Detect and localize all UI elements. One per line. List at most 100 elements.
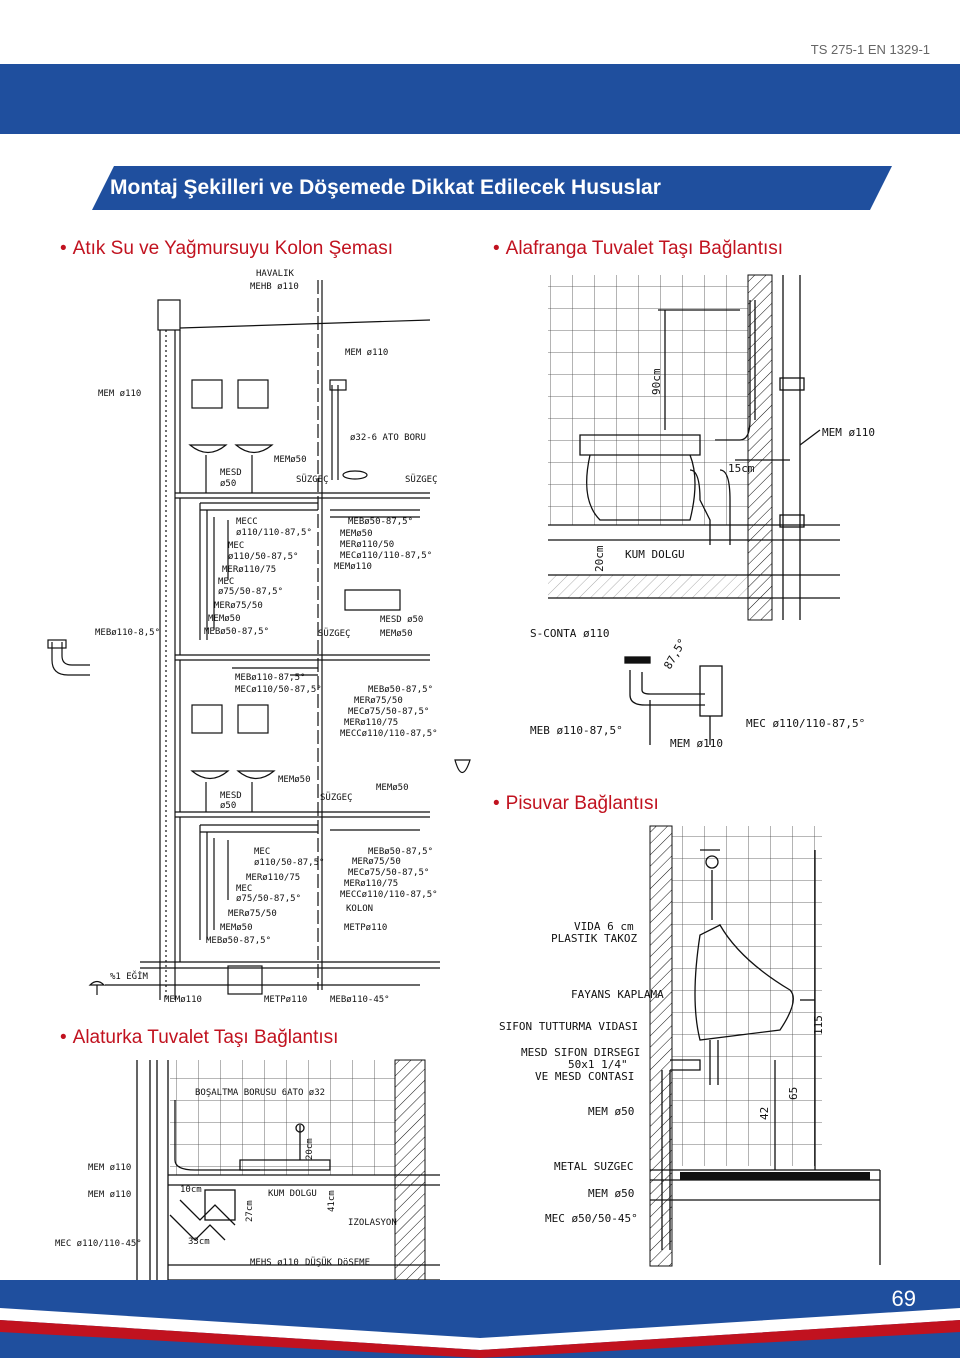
kolon-mecc-1b: ø110/110-87,5° bbox=[236, 528, 312, 538]
kolon-egim: %1 EĞİM bbox=[110, 970, 149, 982]
section-heading-alaturka: •Alaturka Tuvalet Taşı Bağlantısı bbox=[60, 1027, 339, 1048]
alafranga-mec: MEC ø110/110-87,5° bbox=[746, 717, 865, 730]
kolon-mem50-2: MEMø50 bbox=[208, 614, 241, 624]
alafranga-mem110: MEM ø110 bbox=[822, 426, 875, 439]
kolon-mer110-r3: MERø110/75 bbox=[344, 879, 398, 889]
section-alafranga-label: Alafranga Tuvalet Taşı Bağlantısı bbox=[505, 238, 784, 259]
pisuvar-metal: METAL SUZGEC bbox=[554, 1160, 633, 1173]
kolon-suzgec-1: SÜZGEÇ bbox=[296, 474, 329, 485]
kolon-mesd-2b: ø50 bbox=[220, 801, 236, 811]
kolon-mer-1: MERø110/75 bbox=[222, 565, 276, 575]
kolon-mesd-2: MESD bbox=[220, 791, 242, 801]
section-alaturka-label: Alaturka Tuvalet Taşı Bağlantısı bbox=[72, 1027, 339, 1048]
alaturka-kum: KUM DOLGU bbox=[268, 1189, 317, 1199]
kolon-suzgec-4: SÜZGEÇ bbox=[320, 792, 353, 803]
alafranga-mem110b: MEM ø110 bbox=[670, 737, 723, 750]
kolon-mem50-5: MEMø50 bbox=[220, 923, 253, 933]
kolon-mem50-r2: MEMø50 bbox=[380, 629, 413, 639]
alaturka-dusuk: DÜŞÜK DöSEME bbox=[305, 1257, 370, 1268]
kolon-meb110-left: MEBø110-8,5° bbox=[95, 628, 160, 638]
kolon-meb50-1: MEBø50-87,5° bbox=[204, 627, 269, 637]
kolon-meb50-r1: MEBø50-87,5° bbox=[348, 517, 413, 527]
kolon-meb110-b: MEBø110-45° bbox=[330, 995, 390, 1005]
kolon-mec-2b: ø75/50-87,5° bbox=[218, 587, 283, 597]
kolon-meb50-r3: MEBø50-87,5° bbox=[368, 847, 433, 857]
kolon-mem110-b: MEMø110 bbox=[164, 995, 202, 1005]
pisuvar-d65: 65 bbox=[787, 1087, 800, 1100]
pisuvar-mesd2: 50x1 1/4" bbox=[568, 1058, 628, 1071]
section-heading-kolon: •Atık Su ve Yağmursuyu Kolon Şeması bbox=[60, 238, 394, 259]
kolon-mem110-top: MEM ø110 bbox=[345, 348, 388, 358]
kolon-mec-2: MEC bbox=[218, 577, 234, 587]
alaturka-33cm: 33cm bbox=[188, 1237, 210, 1247]
pisuvar-mem50: MEM ø50 bbox=[588, 1105, 634, 1118]
kolon-mec-r1: MECø110/110-87,5° bbox=[340, 551, 432, 561]
section-heading-pisuvar: •Pisuvar Bağlantısı bbox=[493, 793, 659, 814]
kolon-mec-1b: ø110/50-87,5° bbox=[228, 552, 298, 562]
alaturka-mem110b: MEM ø110 bbox=[88, 1190, 131, 1200]
kolon-meb50-r2: MEBø50-87,5° bbox=[368, 685, 433, 695]
pisuvar-d115: 115 bbox=[812, 1015, 825, 1035]
kolon-mesd-1b: ø50 bbox=[220, 479, 236, 489]
kolon-mem50-3: MEMø50 bbox=[278, 775, 311, 785]
alaturka-izolasyon: IZOLASYON bbox=[348, 1218, 397, 1228]
alafranga-15cm: 15cm bbox=[728, 462, 755, 475]
alaturka-mec: MEC ø110/110-45° bbox=[55, 1239, 142, 1249]
kolon-suzgec-3: SÜZGEÇ bbox=[318, 628, 351, 639]
kolon-mec-4b: ø75/50-87,5° bbox=[236, 894, 301, 904]
bottom-band-shape bbox=[0, 1280, 960, 1358]
kolon-mer110-r1: MERø110/50 bbox=[340, 540, 394, 550]
pisuvar-sifon: SIFON TUTTURMA VIDASI bbox=[499, 1020, 638, 1033]
bottom-band bbox=[0, 1280, 960, 1358]
kolon-mec-1: MEC bbox=[228, 541, 244, 551]
section-heading-alafranga: •Alafranga Tuvalet Taşı Bağlantısı bbox=[493, 238, 784, 259]
alafranga-meb: MEB ø110-87,5° bbox=[530, 724, 623, 737]
pisuvar-mem50b: MEM ø50 bbox=[588, 1187, 634, 1200]
kolon-mer110-r2: MERø110/75 bbox=[344, 718, 398, 728]
kolon-mec75-r3: MECø75/50-87,5° bbox=[348, 868, 429, 878]
kolon-mem50-1: MEMø50 bbox=[274, 455, 307, 465]
kolon-mesd-1: MESD bbox=[220, 468, 242, 478]
kolon-mer75-3: MERø75/50 bbox=[228, 909, 277, 919]
kolon-mehb: MEHB ø110 bbox=[250, 282, 299, 292]
kolon-mem110-r1: MEMø110 bbox=[334, 562, 372, 572]
alaturka-20cm: 20cm bbox=[305, 1138, 315, 1160]
kolon-meb50-3: MEBø50-87,5° bbox=[206, 936, 271, 946]
title-banner-shape bbox=[92, 166, 892, 210]
kolon-kolon: KOLON bbox=[346, 904, 373, 914]
kolon-mer-3: MERø110/75 bbox=[246, 873, 300, 883]
alaturka-10cm: 10cm bbox=[180, 1185, 202, 1195]
pisuvar-vida: VIDA 6 cm bbox=[574, 920, 634, 933]
section-pisuvar-label: Pisuvar Bağlantısı bbox=[505, 793, 659, 814]
pisuvar-mesd: MESD SIFON DIRSEGI bbox=[521, 1046, 640, 1059]
pisuvar-fayans: FAYANS KAPLAMA bbox=[571, 988, 664, 1001]
alaturka-27cm: 27cm bbox=[245, 1200, 255, 1222]
kolon-mec-3b: ø110/50-87,5° bbox=[254, 858, 324, 868]
kolon-meb110-m: MEBø110-87,5° bbox=[235, 673, 305, 683]
kolon-mer75-1: MERø75/50 bbox=[214, 601, 263, 611]
kolon-metp-1: METPø110 bbox=[344, 923, 387, 933]
kolon-mem50-4: MEMø50 bbox=[376, 783, 409, 793]
kolon-mer75-r2: MERø75/50 bbox=[354, 696, 403, 706]
section-kolon-label: Atık Su ve Yağmursuyu Kolon Şeması bbox=[72, 238, 394, 259]
kolon-mec-4: MEC bbox=[236, 884, 252, 894]
pisuvar-d42: 42 bbox=[758, 1107, 771, 1120]
kolon-mecc-r3: MECCø110/110-87,5° bbox=[340, 890, 438, 900]
top-blue-band bbox=[0, 64, 960, 134]
pisuvar-plastik: PLASTIK TAKOZ bbox=[551, 932, 637, 945]
alaturka-bosaltma: BOŞALTMA BORUSU 6ATO ø32 bbox=[195, 1088, 325, 1098]
kolon-mec110-m: MECø110/50-87,5° bbox=[235, 685, 322, 695]
kolon-havalik: HAVALIK bbox=[256, 269, 295, 279]
alaturka-mehs: MEHS ø110 bbox=[250, 1258, 299, 1268]
alafranga-kum: KUM DOLGU bbox=[625, 548, 685, 561]
kolon-mer75-r3: MERø75/50 bbox=[352, 857, 401, 867]
kolon-mem110-left: MEM ø110 bbox=[98, 389, 141, 399]
kolon-ato: ø32-6 ATO BORU bbox=[350, 433, 426, 443]
alafranga-h90: 90cm bbox=[650, 368, 663, 395]
kolon-mem50-r1: MEMø50 bbox=[340, 529, 373, 539]
kolon-mesd-r1: MESD ø50 bbox=[380, 615, 423, 625]
